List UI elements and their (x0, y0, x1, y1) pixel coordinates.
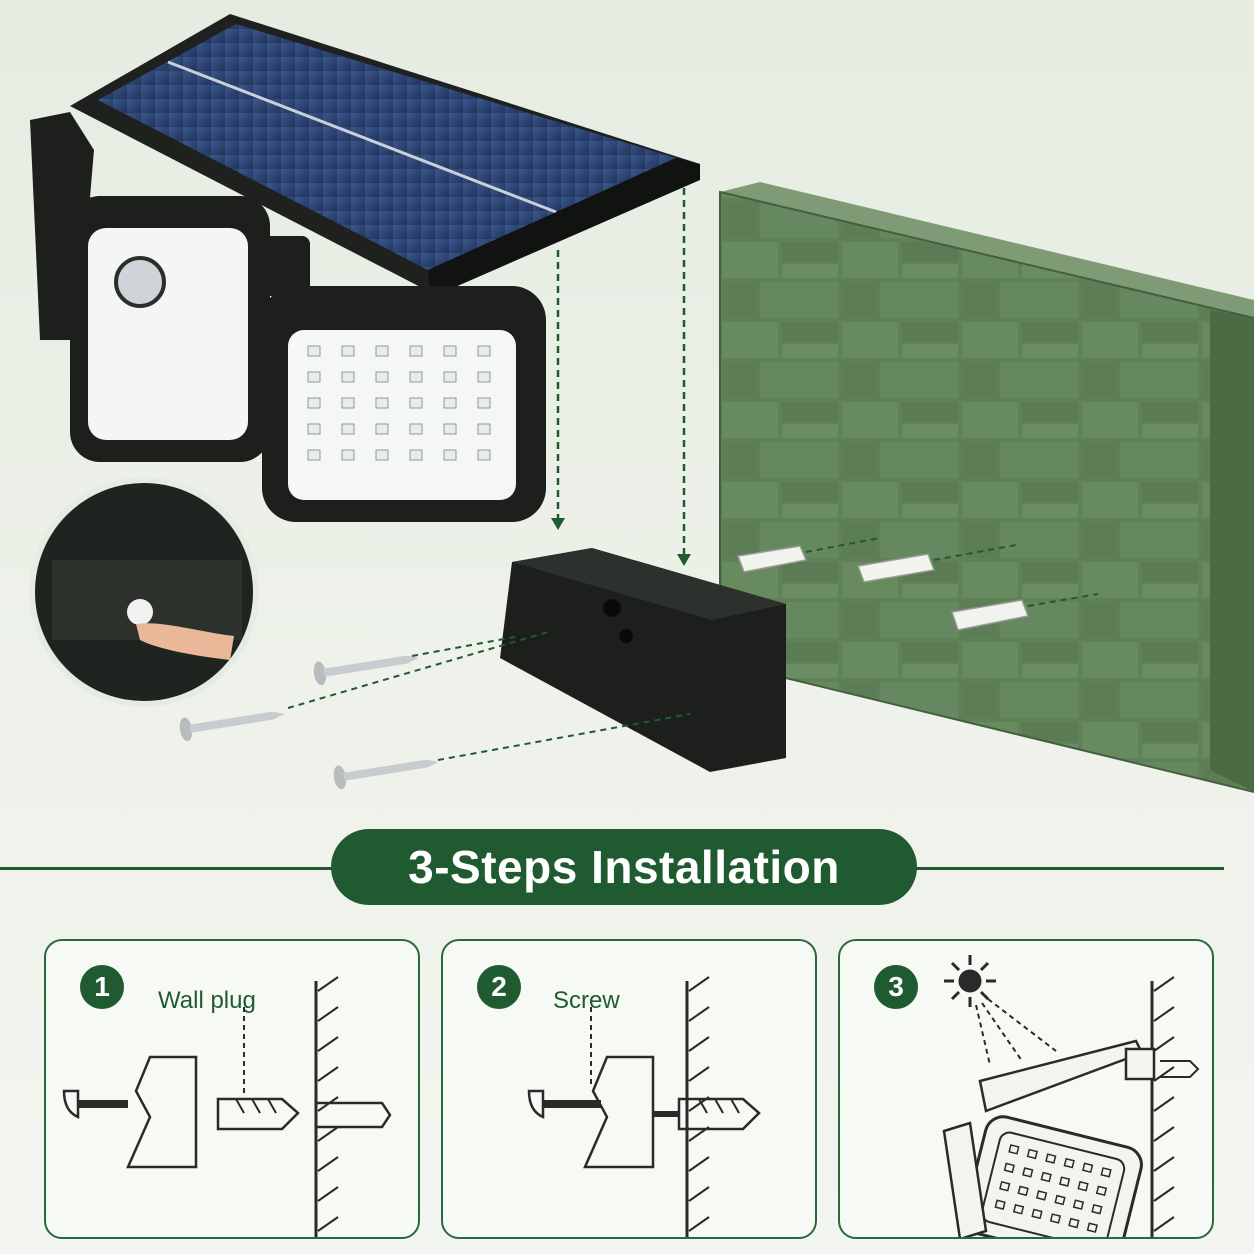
step-card-1: 1 Wall plug (44, 939, 420, 1239)
led (477, 371, 491, 383)
led (443, 345, 457, 357)
led (999, 1180, 1011, 1192)
step-card-2: 2 Screw (441, 939, 817, 1239)
led (375, 371, 389, 383)
led (1077, 1180, 1089, 1192)
led (1045, 1153, 1057, 1164)
solar-panel (70, 14, 700, 298)
led (409, 397, 423, 409)
step-3-diagram (942, 955, 1200, 1237)
led (375, 397, 389, 409)
led (1031, 1208, 1043, 1220)
led (375, 423, 389, 435)
led (1086, 1222, 1098, 1233)
led (1058, 1176, 1071, 1187)
led (341, 371, 355, 383)
led (1082, 1162, 1094, 1174)
led (1035, 1190, 1048, 1201)
led (1049, 1213, 1062, 1224)
led (443, 371, 457, 383)
led (341, 397, 355, 409)
led (1063, 1157, 1075, 1169)
led (307, 423, 321, 435)
led (409, 371, 423, 383)
step-2-diagram (527, 976, 761, 1237)
led (1003, 1162, 1015, 1174)
led (341, 423, 355, 435)
led (409, 345, 423, 357)
led (477, 423, 491, 435)
step-card-3: 3 (838, 939, 1214, 1239)
divider-left (0, 867, 340, 870)
light-head-right (262, 286, 546, 522)
led (341, 449, 355, 461)
led (1054, 1194, 1066, 1206)
led (1100, 1167, 1112, 1178)
led (409, 449, 423, 461)
divider-right (908, 867, 1224, 870)
led (409, 423, 423, 435)
mounting-bracket (500, 548, 786, 772)
led (375, 449, 389, 461)
step-label-1: Wall plug (158, 987, 256, 1014)
led (1072, 1199, 1085, 1210)
led (341, 345, 355, 357)
step-number-2: 2 (477, 965, 521, 1009)
light-head-left (30, 112, 270, 462)
power-switch-zoom (29, 477, 259, 707)
led (1040, 1171, 1052, 1183)
led (1091, 1203, 1103, 1215)
led (1017, 1185, 1029, 1197)
step-1-diagram (62, 976, 392, 1237)
led (1022, 1167, 1034, 1178)
stone-wall (719, 182, 1254, 794)
led (307, 345, 321, 357)
led (994, 1199, 1006, 1210)
step-label-2: Screw (553, 987, 620, 1014)
led (375, 345, 389, 357)
section-title: 3-Steps Installation (331, 829, 917, 905)
installation-scene (29, 14, 1254, 794)
led (477, 397, 491, 409)
led (1026, 1148, 1038, 1160)
led (443, 397, 457, 409)
led (1008, 1144, 1020, 1155)
led (307, 449, 321, 461)
led (477, 345, 491, 357)
screw-icon (179, 655, 439, 790)
sun-icon (944, 955, 996, 1007)
wall-plug-icon (736, 545, 1030, 631)
step-number-3: 3 (874, 965, 918, 1009)
led (443, 423, 457, 435)
led (307, 371, 321, 383)
led (307, 397, 321, 409)
led (1068, 1217, 1080, 1229)
led (1012, 1203, 1025, 1215)
led (443, 449, 457, 461)
led (477, 449, 491, 461)
step-number-1: 1 (80, 965, 124, 1009)
led (1095, 1185, 1108, 1197)
